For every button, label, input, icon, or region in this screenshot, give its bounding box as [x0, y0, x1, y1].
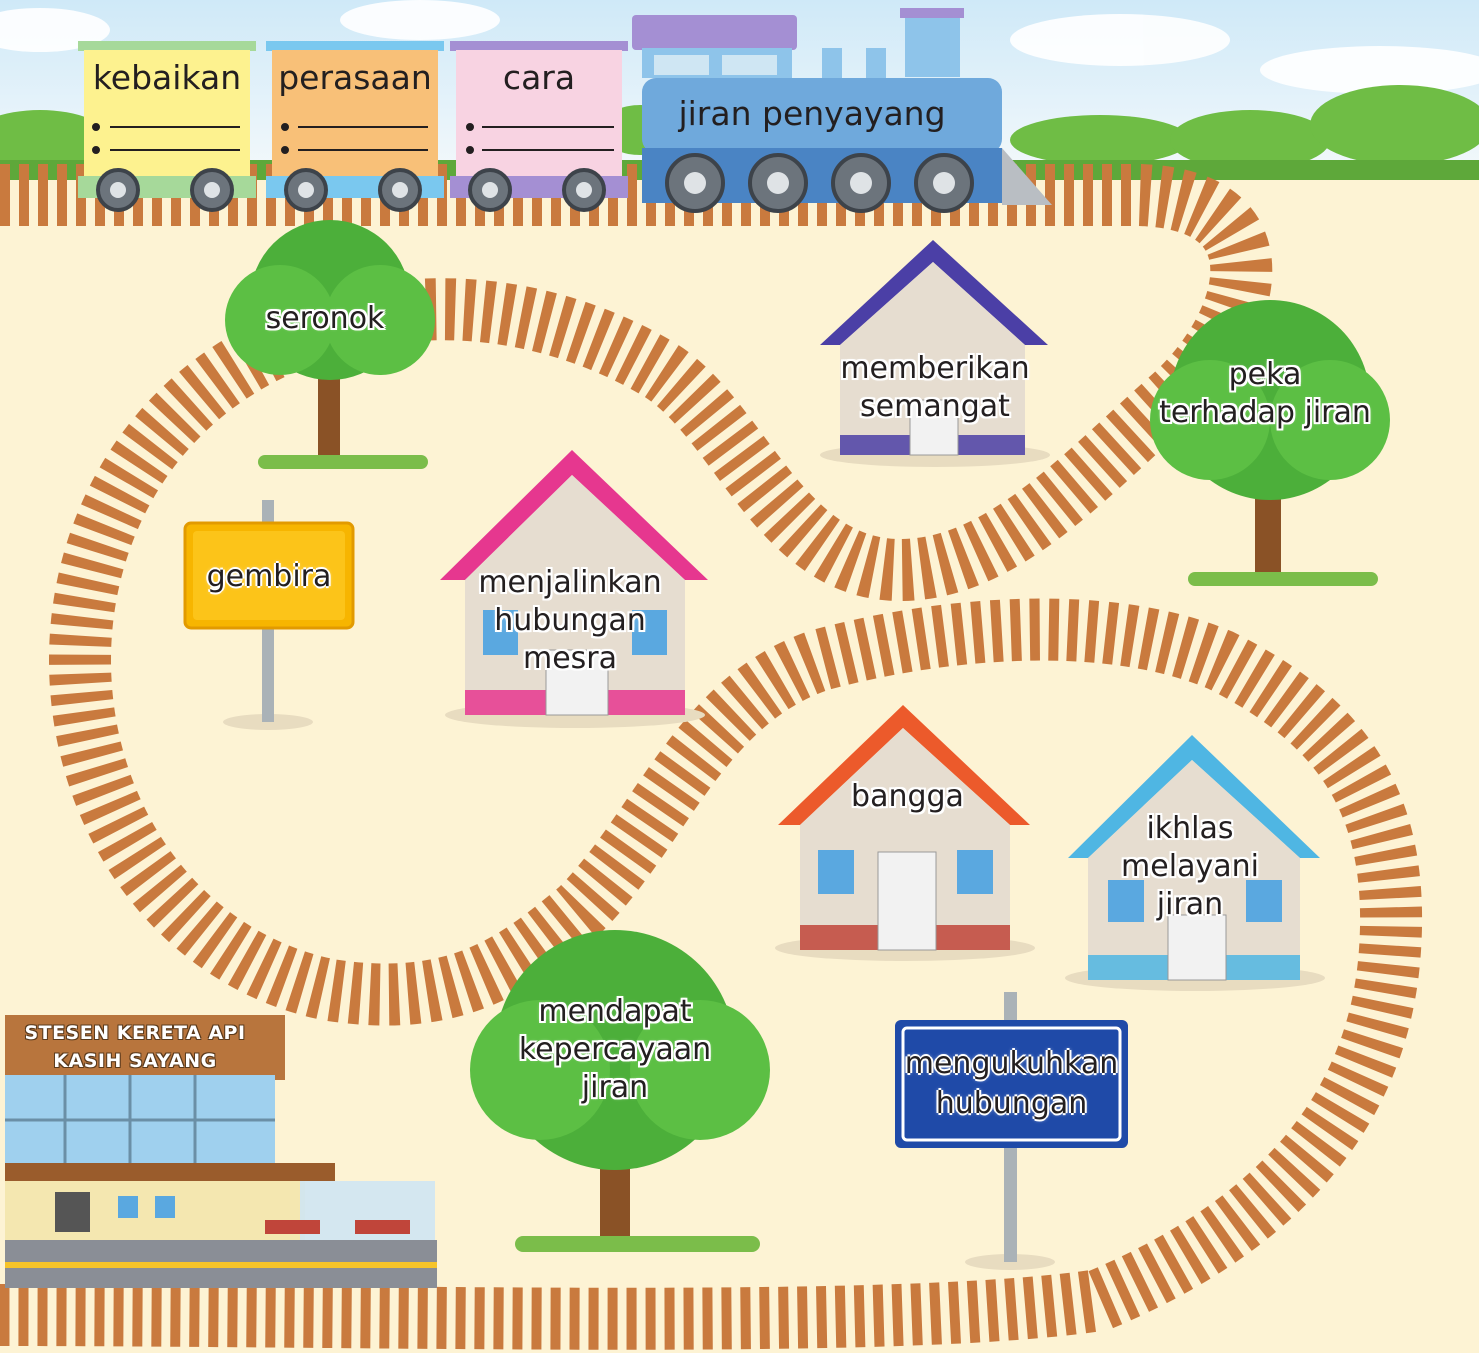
house-label-menjalinkan-line2: hubungan: [494, 603, 646, 638]
house-label-ikhlas-line1: ikhlas: [1146, 811, 1234, 846]
sign-gembira: [183, 500, 355, 730]
house-label-menjalinkan: menjalinkan hubungan mesra: [455, 564, 685, 678]
sign-label-gembira: gembira: [206, 559, 332, 594]
house-label-menjalinkan-line3: mesra: [522, 641, 618, 676]
tree-label-peka-line1: peka: [1228, 357, 1302, 392]
house-label-bangga: bangga: [851, 779, 964, 814]
track-ties: [0, 164, 1422, 1350]
car-cara-body: [456, 50, 622, 178]
house-label-memberikan: memberikan semangat: [815, 350, 1055, 426]
tree-label-mendapat: mendapat kepercayaan jiran: [500, 993, 730, 1107]
tree-peka: [1150, 300, 1390, 586]
station-name-line2: KASIH SAYANG: [53, 1050, 217, 1072]
house-label-memberikan-line1: memberikan: [840, 351, 1030, 386]
tree-label-mendapat-line3: jiran: [581, 1070, 649, 1105]
house-label-ikhlas: ikhlas melayani jiran: [1085, 810, 1295, 924]
railway-track: [0, 164, 1422, 1350]
car-perasaan-body: [272, 50, 438, 178]
engine-label: jiran penyayang: [678, 94, 946, 133]
train-station: [5, 1015, 437, 1288]
house-label-memberikan-line2: semangat: [860, 389, 1010, 424]
tree-label-mendapat-line1: mendapat: [538, 994, 692, 1029]
house-bangga: [775, 705, 1035, 961]
car-kebaikan-body: [84, 50, 250, 178]
sign-label-mengukuhkan-line2: hubungan: [935, 1086, 1088, 1121]
house-label-ikhlas-line3: jiran: [1156, 887, 1224, 922]
car-title-cara: cara: [502, 58, 576, 97]
tree-label-peka: peka terhadap jiran: [1150, 356, 1380, 432]
house-memberikan: [820, 240, 1050, 467]
house-label-menjalinkan-line1: menjalinkan: [478, 565, 662, 600]
tree-label-seronok: seronok: [265, 301, 385, 336]
tree-seronok: [225, 220, 435, 469]
house-ikhlas: [1065, 735, 1325, 991]
house-label-ikhlas-line2: melayani: [1121, 849, 1259, 884]
sign-mengukuhkan: [895, 992, 1128, 1270]
car-title-kebaikan: kebaikan: [92, 58, 242, 97]
car-title-perasaan: perasaan: [278, 58, 432, 97]
house-menjalinkan: [440, 450, 708, 728]
sign-label-mengukuhkan-line1: mengukuhkan: [904, 1046, 1119, 1081]
tree-label-peka-line2: terhadap jiran: [1159, 395, 1371, 430]
train: [78, 8, 1052, 213]
clouds: [0, 0, 1479, 94]
tree-mendapat: [470, 930, 770, 1252]
sign-label-mengukuhkan: mengukuhkan hubungan: [895, 1044, 1128, 1124]
tree-label-mendapat-line2: kepercayaan: [518, 1032, 712, 1067]
station-name-line1: STESEN KERETA API: [24, 1022, 246, 1044]
